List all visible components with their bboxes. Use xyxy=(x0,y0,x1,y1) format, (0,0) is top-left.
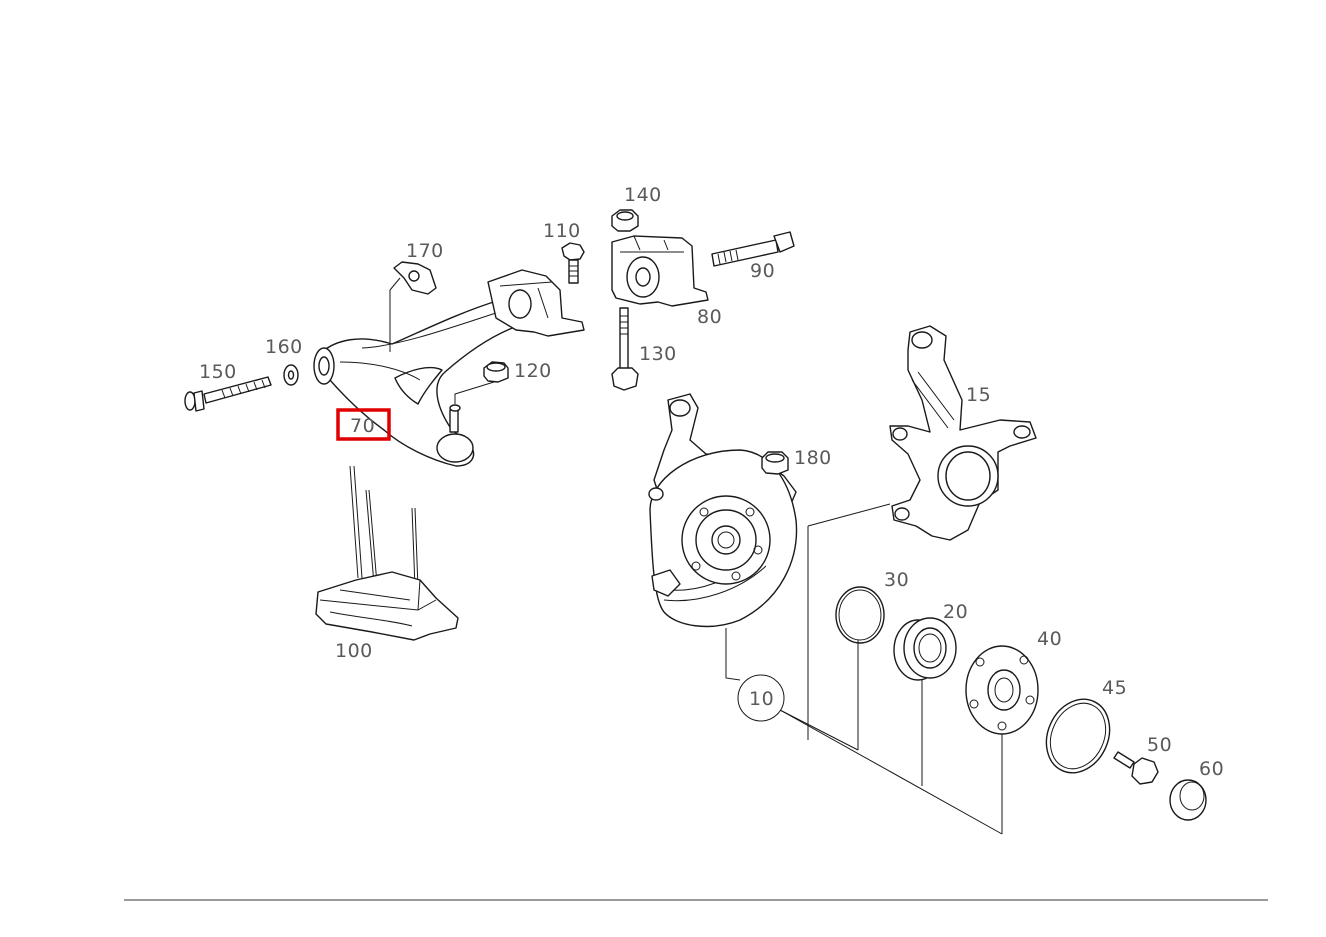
part-45-ring[interactable] xyxy=(1035,689,1121,783)
label-110[interactable]: 110 xyxy=(543,220,581,242)
part-40-wheel-hub[interactable] xyxy=(965,645,1039,735)
part-30-snap-ring[interactable] xyxy=(835,586,885,644)
part-120-nut[interactable] xyxy=(483,361,509,383)
label-15[interactable]: 15 xyxy=(966,384,991,406)
label-10[interactable]: 10 xyxy=(749,688,774,710)
part-130-bolt[interactable] xyxy=(611,307,639,391)
part-180-nut[interactable] xyxy=(761,451,789,475)
part-140-nut[interactable] xyxy=(611,209,639,232)
label-30[interactable]: 30 xyxy=(884,569,909,591)
label-160[interactable]: 160 xyxy=(265,336,303,358)
label-130[interactable]: 130 xyxy=(639,343,677,365)
part-150-bolt[interactable] xyxy=(184,376,272,412)
label-60[interactable]: 60 xyxy=(1199,758,1224,780)
label-70[interactable]: 70 xyxy=(350,415,375,437)
label-45[interactable]: 45 xyxy=(1102,677,1127,699)
part-90-bolt[interactable] xyxy=(711,231,795,267)
part-labels: 140 110 170 90 80 160 150 130 120 70 15 … xyxy=(199,184,1224,780)
highlight-box-70 xyxy=(336,408,391,441)
part-170-clip[interactable] xyxy=(393,261,437,295)
part-70-control-arm[interactable] xyxy=(313,299,531,467)
label-150[interactable]: 150 xyxy=(199,361,237,383)
arm-rear-mount xyxy=(487,269,585,337)
part-60-dust-cap[interactable] xyxy=(1169,779,1207,821)
part-160-washer[interactable] xyxy=(283,364,299,386)
part-10-knuckle-assembly[interactable] xyxy=(648,393,798,628)
part-15-knuckle[interactable] xyxy=(889,325,1037,541)
label-100[interactable]: 100 xyxy=(335,640,373,662)
label-50[interactable]: 50 xyxy=(1147,734,1172,756)
label-170[interactable]: 170 xyxy=(406,240,444,262)
part-20-bearing[interactable] xyxy=(893,617,957,681)
part-50-bolt[interactable] xyxy=(1113,751,1159,785)
label-180[interactable]: 180 xyxy=(794,447,832,469)
label-140[interactable]: 140 xyxy=(624,184,662,206)
label-80[interactable]: 80 xyxy=(697,306,722,328)
label-20[interactable]: 20 xyxy=(943,601,968,623)
label-120[interactable]: 120 xyxy=(514,360,552,382)
part-100-kit[interactable] xyxy=(315,465,459,641)
callout-circle-10 xyxy=(737,674,785,722)
label-90[interactable]: 90 xyxy=(750,260,775,282)
part-110-bolt[interactable] xyxy=(561,242,585,284)
part-80-bushing-bracket[interactable] xyxy=(611,235,709,307)
leader-lines xyxy=(389,277,1003,835)
label-40[interactable]: 40 xyxy=(1037,628,1062,650)
